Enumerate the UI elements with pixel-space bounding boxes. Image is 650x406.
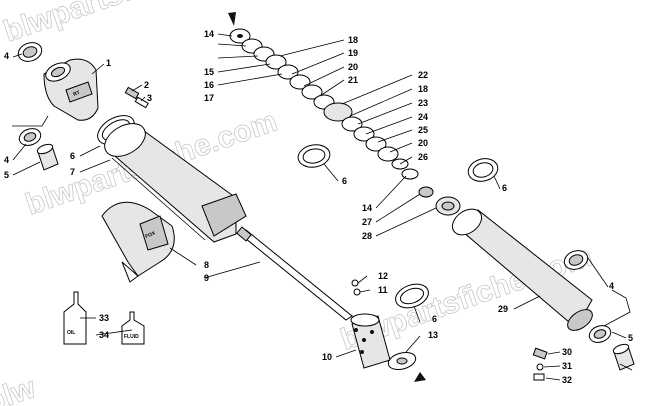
oil-label: OIL — [67, 330, 75, 336]
callout-23: 23 — [418, 98, 428, 108]
part-12-ball — [351, 279, 359, 287]
svg-text:FOX: FOX — [145, 230, 157, 240]
part-2-fitting — [124, 86, 140, 100]
callout-21: 21 — [348, 75, 358, 85]
watermark-text-4: blw — [0, 371, 40, 406]
callout-27: 27 — [362, 217, 372, 227]
part-4-bushing-left — [18, 128, 42, 146]
callout-28: 28 — [362, 231, 372, 241]
callout-1: 1 — [106, 58, 111, 68]
part-33-oil-bottle: OIL — [63, 291, 87, 345]
part-8-reservoir: FOX — [101, 201, 175, 283]
callout-24: 24 — [418, 112, 428, 122]
callout-5-a: 5 — [4, 170, 9, 180]
callout-14-b: 14 — [362, 203, 372, 213]
callout-32: 32 — [562, 375, 572, 385]
callout-9: 9 — [204, 273, 209, 283]
callout-20-a: 20 — [348, 62, 358, 72]
callout-26: 26 — [418, 152, 428, 162]
callout-18-b: 18 — [418, 84, 428, 94]
callout-4-b: 4 — [4, 155, 9, 165]
callout-31: 31 — [562, 361, 572, 371]
callout-13: 13 — [428, 330, 438, 340]
callout-25: 25 — [418, 125, 428, 135]
callout-17: 17 — [204, 93, 214, 103]
callout-6-d: 6 — [432, 314, 437, 324]
part-30-fitting — [532, 347, 548, 360]
part-32-plug — [533, 373, 545, 381]
callout-4-c: 4 — [609, 281, 614, 291]
part-3-screw — [134, 96, 149, 109]
arrow-bottom-icon — [414, 372, 426, 382]
callout-10: 10 — [322, 352, 332, 362]
part-6-seal-ring-bottom — [395, 283, 429, 309]
shim-stack — [229, 28, 434, 198]
callout-22: 22 — [418, 70, 428, 80]
part-5-sleeve-right — [612, 343, 635, 371]
callout-11: 11 — [378, 285, 388, 295]
part-34-fluid-bottle: FLUID — [121, 311, 145, 345]
part-4-bushing-right — [563, 250, 589, 270]
callout-4-a: 4 — [4, 51, 9, 61]
callout-29: 29 — [498, 304, 508, 314]
part-29-shock-body-right — [451, 208, 593, 331]
part-11-ball — [353, 288, 361, 296]
part-31-ball — [536, 363, 544, 371]
callout-5-b: 5 — [628, 333, 633, 343]
callout-33: 33 — [99, 313, 109, 323]
watermark-text-3: blwpartsfiche.com — [0, 0, 259, 49]
svg-text:RT: RT — [73, 90, 81, 98]
callout-14-a: 14 — [204, 29, 214, 39]
watermark: blwpartsfiche.com blwpartsfiche.com blwp… — [0, 0, 597, 406]
part-28-end-cap — [435, 196, 461, 216]
part-4-bushing-upper — [17, 42, 43, 62]
callout-30: 30 — [562, 347, 572, 357]
part-10-piston — [350, 313, 391, 369]
callout-6-b: 6 — [342, 176, 347, 186]
leader-lines — [12, 33, 633, 381]
callout-20-b: 20 — [418, 138, 428, 148]
part-4-bushing-right-lower — [588, 325, 612, 343]
part-5-sleeve-left — [36, 143, 59, 171]
part-13-washer — [387, 351, 417, 371]
callout-numbers: 1 2 3 4 4 4 5 5 6 6 6 6 7 8 9 10 11 12 1… — [4, 29, 633, 385]
part-1-eyelet-cap: RT — [43, 58, 99, 121]
callout-3: 3 — [147, 93, 152, 103]
callout-2: 2 — [144, 80, 149, 90]
callout-6-a: 6 — [70, 151, 75, 161]
arrow-top-icon — [228, 12, 236, 26]
part-6-seal-ring-right — [467, 158, 499, 182]
part-6-seal-ring-center — [297, 144, 331, 168]
part-7-shock-body — [104, 123, 247, 243]
callout-19: 19 — [348, 48, 358, 58]
callout-16: 16 — [204, 80, 214, 90]
callout-34: 34 — [99, 330, 109, 340]
callout-8: 8 — [204, 260, 209, 270]
callout-7: 7 — [70, 167, 75, 177]
callout-15: 15 — [204, 67, 214, 77]
callout-12: 12 — [378, 271, 388, 281]
fluid-label: FLUID — [124, 334, 139, 340]
part-9-shaft — [236, 226, 353, 321]
callout-18-a: 18 — [348, 35, 358, 45]
callout-6-c: 6 — [502, 183, 507, 193]
